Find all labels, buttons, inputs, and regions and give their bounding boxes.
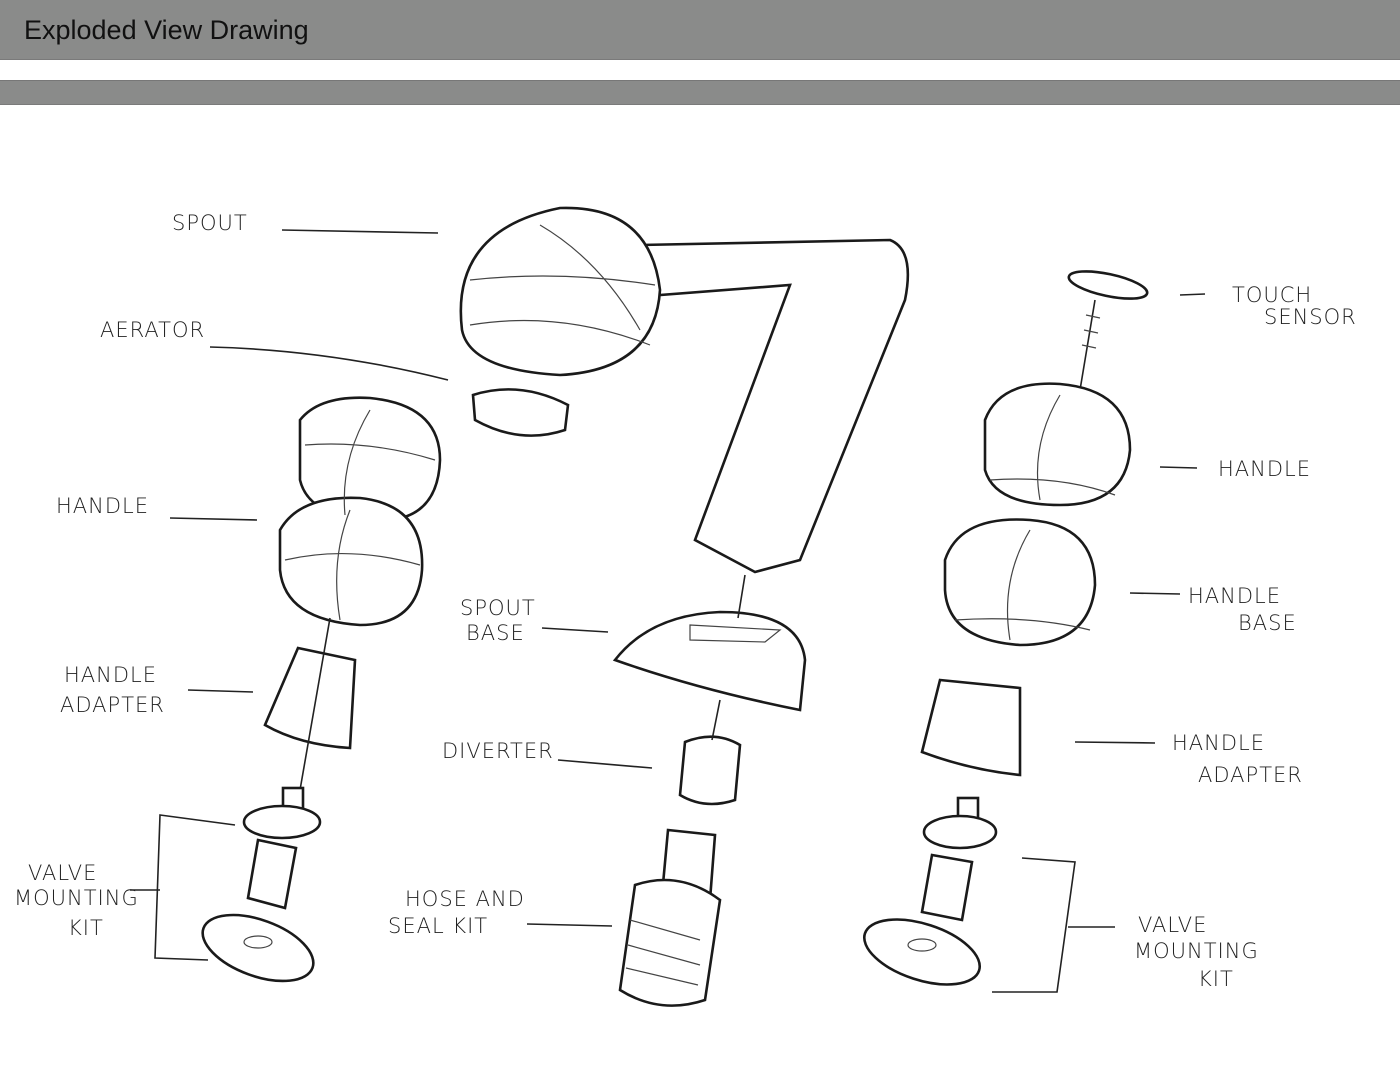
right-handle-adapter-part <box>920 678 1022 777</box>
sub-bar <box>0 80 1400 105</box>
right-handle-part <box>943 382 1132 647</box>
label-handle-adapter-right-2: ADAPTER <box>1198 763 1303 787</box>
label-handle-right: HANDLE <box>1218 457 1311 481</box>
part-labels: SPOUT AERATOR HANDLE HANDLE ADAPTER VALV… <box>14 211 1357 991</box>
touch-sensor-part <box>1067 270 1149 391</box>
left-handle-part <box>278 396 442 627</box>
leader-lines <box>130 229 1206 993</box>
label-handle-left: HANDLE <box>56 494 149 518</box>
left-handle-adapter-part <box>263 617 357 791</box>
left-valve-kit-part <box>201 786 322 983</box>
label-handle-adapter-right-1: HANDLE <box>1172 731 1265 755</box>
label-aerator: AERATOR <box>100 318 205 342</box>
label-spout-base-1: SPOUT <box>460 596 536 620</box>
label-touch-2: SENSOR <box>1264 305 1357 329</box>
label-handle-adapter-left-2: ADAPTER <box>60 693 165 717</box>
label-touch-1: TOUCH <box>1232 283 1312 307</box>
label-valve-left-3: KIT <box>68 916 104 940</box>
label-valve-left-1: VALVE <box>28 861 97 885</box>
spout-part <box>459 206 910 574</box>
label-hose-2: SEAL KIT <box>388 914 488 938</box>
exploded-view-drawing: SPOUT AERATOR HANDLE HANDLE ADAPTER VALV… <box>14 206 1357 1007</box>
hose-seal-kit-part <box>618 828 722 1007</box>
spout-base-part <box>612 574 807 712</box>
label-valve-right-1: VALVE <box>1138 913 1207 937</box>
label-valve-left-2: MOUNTING <box>14 886 139 910</box>
page-title: Exploded View Drawing <box>24 15 309 45</box>
aerator-part <box>471 388 570 437</box>
label-valve-right-2: MOUNTING <box>1134 939 1259 963</box>
title-bar: Exploded View Drawing <box>0 0 1400 60</box>
label-hose-1: HOSE AND <box>405 887 525 911</box>
label-valve-right-3: KIT <box>1198 967 1234 991</box>
right-valve-kit-part <box>862 796 998 986</box>
label-handle-base-1: HANDLE <box>1188 584 1281 608</box>
label-handle-base-2: BASE <box>1238 611 1297 635</box>
label-handle-adapter-left-1: HANDLE <box>64 663 157 687</box>
label-spout: SPOUT <box>172 211 248 235</box>
diverter-part <box>678 699 742 806</box>
label-spout-base-2: BASE <box>466 621 525 645</box>
label-diverter: DIVERTER <box>442 739 554 763</box>
